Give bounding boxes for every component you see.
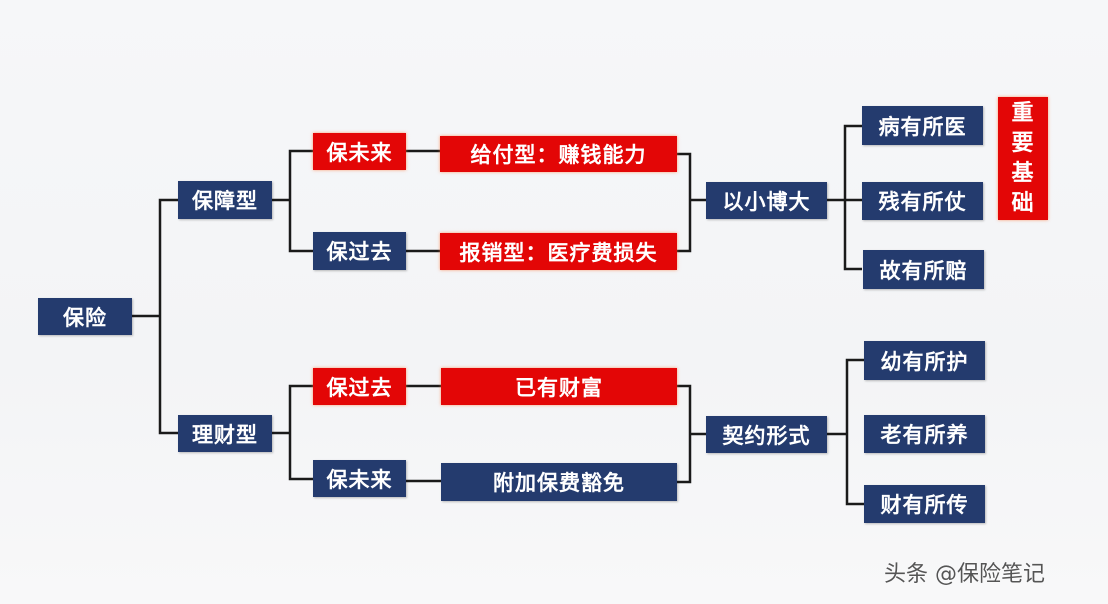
node-outcome: 故有所赔 xyxy=(863,250,984,289)
node-outcome: 老有所养 xyxy=(864,415,985,453)
node-existing-wealth: 已有财富 xyxy=(441,368,677,405)
watermark: 头条 @保险笔记 xyxy=(884,562,1045,587)
node-protection-future: 保未来 xyxy=(313,133,406,170)
node-premium-waiver: 附加保费豁免 xyxy=(441,463,677,501)
node-outcome: 幼有所护 xyxy=(864,341,985,380)
node-contract-form: 契约形式 xyxy=(706,416,827,453)
node-wealth: 理财型 xyxy=(178,415,272,452)
node-reimbursement-type: 报销型：医疗费损失 xyxy=(440,233,677,270)
node-protection-past: 保过去 xyxy=(313,232,406,270)
node-leverage: 以小博大 xyxy=(706,182,827,219)
important-foundation-badge: 重要基础 xyxy=(998,97,1048,220)
node-wealth-past: 保过去 xyxy=(313,368,406,405)
node-outcome: 财有所传 xyxy=(864,485,985,523)
node-wealth-future: 保未来 xyxy=(313,460,406,497)
node-root: 保险 xyxy=(38,298,132,335)
node-outcome: 病有所医 xyxy=(862,106,983,145)
node-payout-type: 给付型：赚钱能力 xyxy=(440,136,677,172)
node-outcome: 残有所仗 xyxy=(862,182,983,220)
node-protection: 保障型 xyxy=(178,181,272,219)
